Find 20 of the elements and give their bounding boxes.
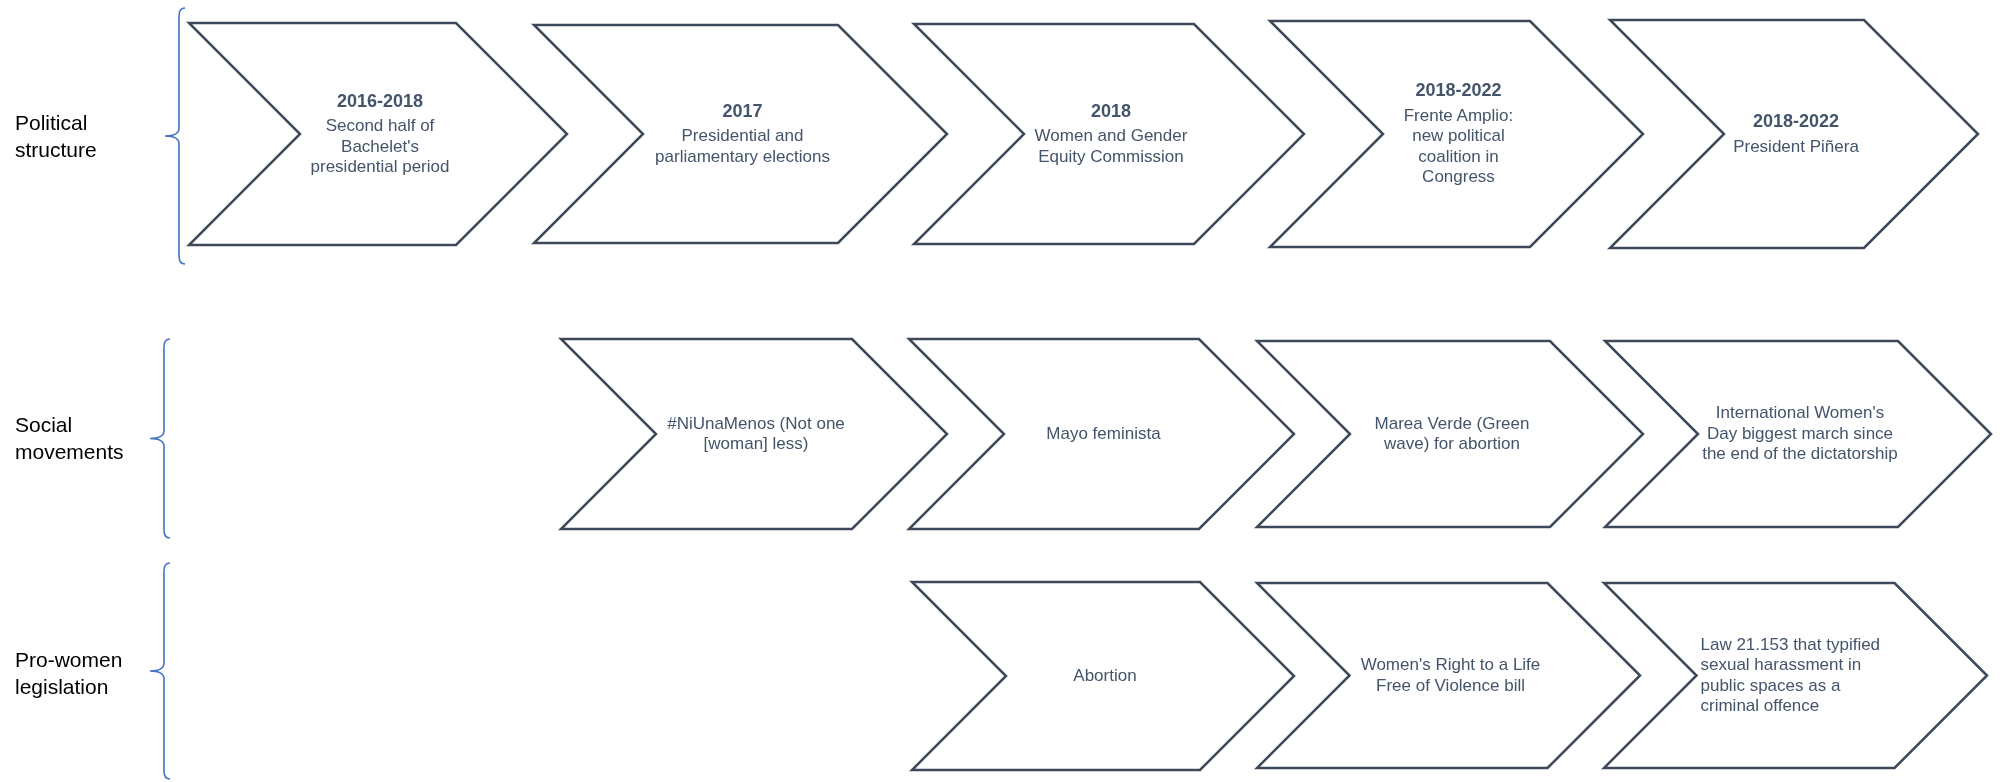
- event-text: International Women's Day biggest march since the end of the dictatorship: [1702, 403, 1898, 465]
- year-heading: 2018: [1090, 100, 1131, 123]
- year-heading: 2016-2018: [336, 90, 424, 113]
- year-heading: 2017: [722, 100, 763, 123]
- row-label: Pro-women legislation: [15, 646, 124, 700]
- event-text: #NiUnaMenos (Not one [woman] less): [666, 413, 846, 455]
- event-text: Mayo feminista: [1046, 423, 1161, 445]
- year-heading: 2018-2022: [1752, 111, 1840, 133]
- row-label: Social movements: [15, 411, 125, 465]
- event-text: Women's Right to a Life Free of Violence bill: [1359, 655, 1542, 696]
- event-text: Second half of Bachelet's presidential period: [309, 116, 451, 178]
- year-heading: 2018-2022: [1415, 80, 1502, 102]
- event-text: President Piñera: [1733, 136, 1859, 157]
- row-label: Political structure: [15, 109, 98, 163]
- event-text: Women and Gender Equity Commission: [1033, 126, 1189, 168]
- event-text: Abortion: [1073, 665, 1137, 687]
- event-text: Law 21.153 that typified sexual harassment in public spaces as a criminal offence: [1700, 634, 1882, 717]
- event-text: Marea Verde (Green wave) for abortion: [1373, 413, 1531, 455]
- event-text: Presidential and parliamentary elections: [654, 126, 831, 168]
- event-text: Frente Amplio: new political coalition in Congress: [1402, 106, 1515, 188]
